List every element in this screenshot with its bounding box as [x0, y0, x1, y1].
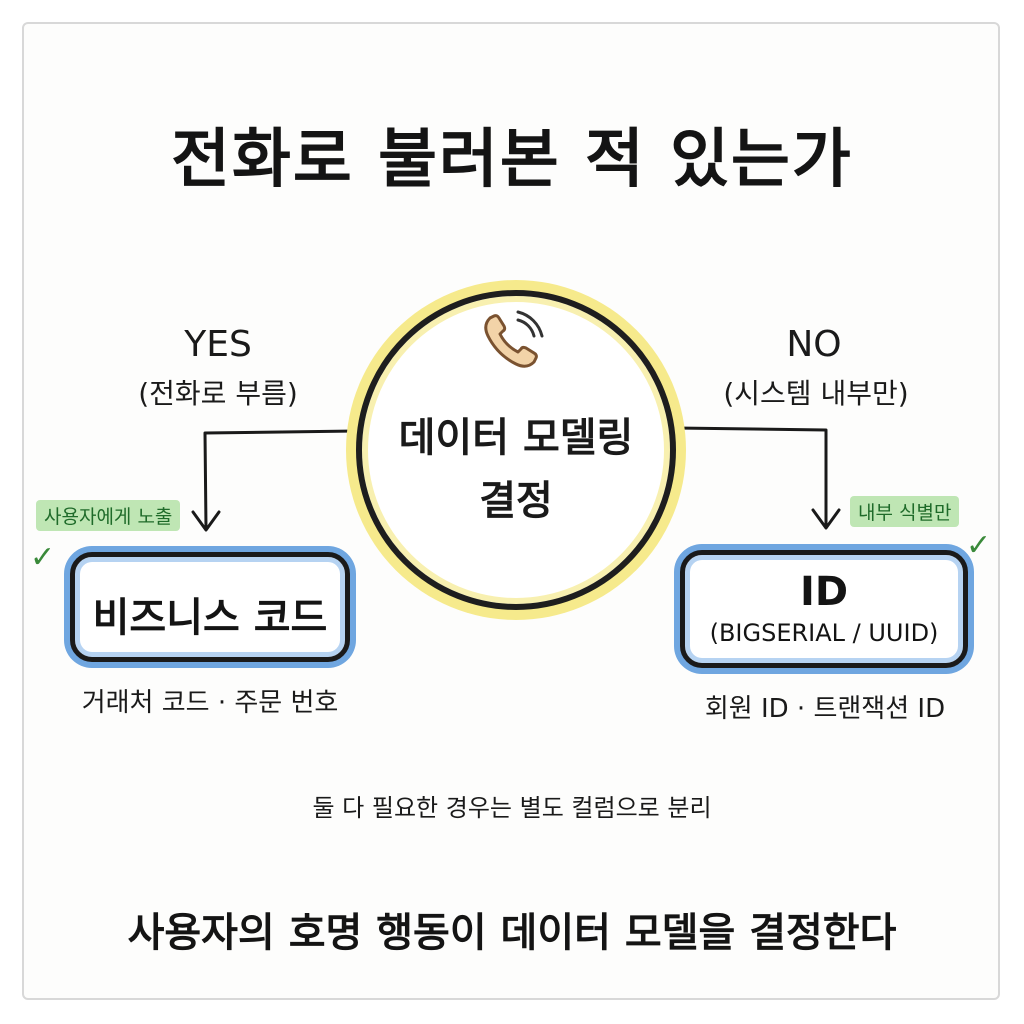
decision-circle — [356, 290, 676, 610]
no-sub-label: (시스템 내부만) — [723, 377, 909, 410]
yes-examples: 거래처 코드 · 주문 번호 — [81, 688, 339, 718]
center-label-line2: 결정 — [479, 478, 553, 524]
conclusion-wrap: 사용자의 호명 행동이 데이터 모델을 결정한다 — [0, 900, 1024, 958]
yes-connector — [203, 429, 358, 530]
diagram-title: 전화로 불러본 적 있는가 — [171, 123, 853, 197]
conclusion-text: 사용자의 호명 행동이 데이터 모델을 결정한다 — [119, 900, 905, 958]
no-tag: 내부 식별만 — [850, 496, 960, 527]
note-text: 둘 다 필요한 경우는 별도 컬럼으로 분리 — [312, 794, 712, 822]
id-box: ID (BIGSERIAL / UUID) — [680, 550, 968, 668]
no-examples: 회원 ID · 트랜잭션 ID — [704, 694, 946, 724]
business-code-title: 비즈니스 코드 — [92, 595, 328, 641]
no-connector — [674, 426, 828, 528]
no-check-icon: ✓ — [966, 528, 992, 563]
yes-label: YES — [184, 324, 252, 365]
id-title: ID — [799, 569, 849, 615]
yes-tag: 사용자에게 노출 — [36, 500, 181, 531]
business-code-box: 비즈니스 코드 — [70, 552, 350, 662]
id-subtitle: (BIGSERIAL / UUID) — [709, 619, 939, 647]
conclusion-label: 사용자의 호명 행동이 데이터 모델을 결정한다 — [127, 910, 897, 956]
yes-sub-label: (전화로 부름) — [138, 377, 298, 410]
yes-arrowhead — [191, 510, 221, 532]
no-label: NO — [786, 324, 842, 365]
no-arrowhead — [811, 508, 841, 530]
center-label-line1: 데이터 모델링 — [398, 415, 634, 461]
yes-check-icon: ✓ — [30, 540, 56, 575]
phone-icon — [484, 310, 544, 368]
